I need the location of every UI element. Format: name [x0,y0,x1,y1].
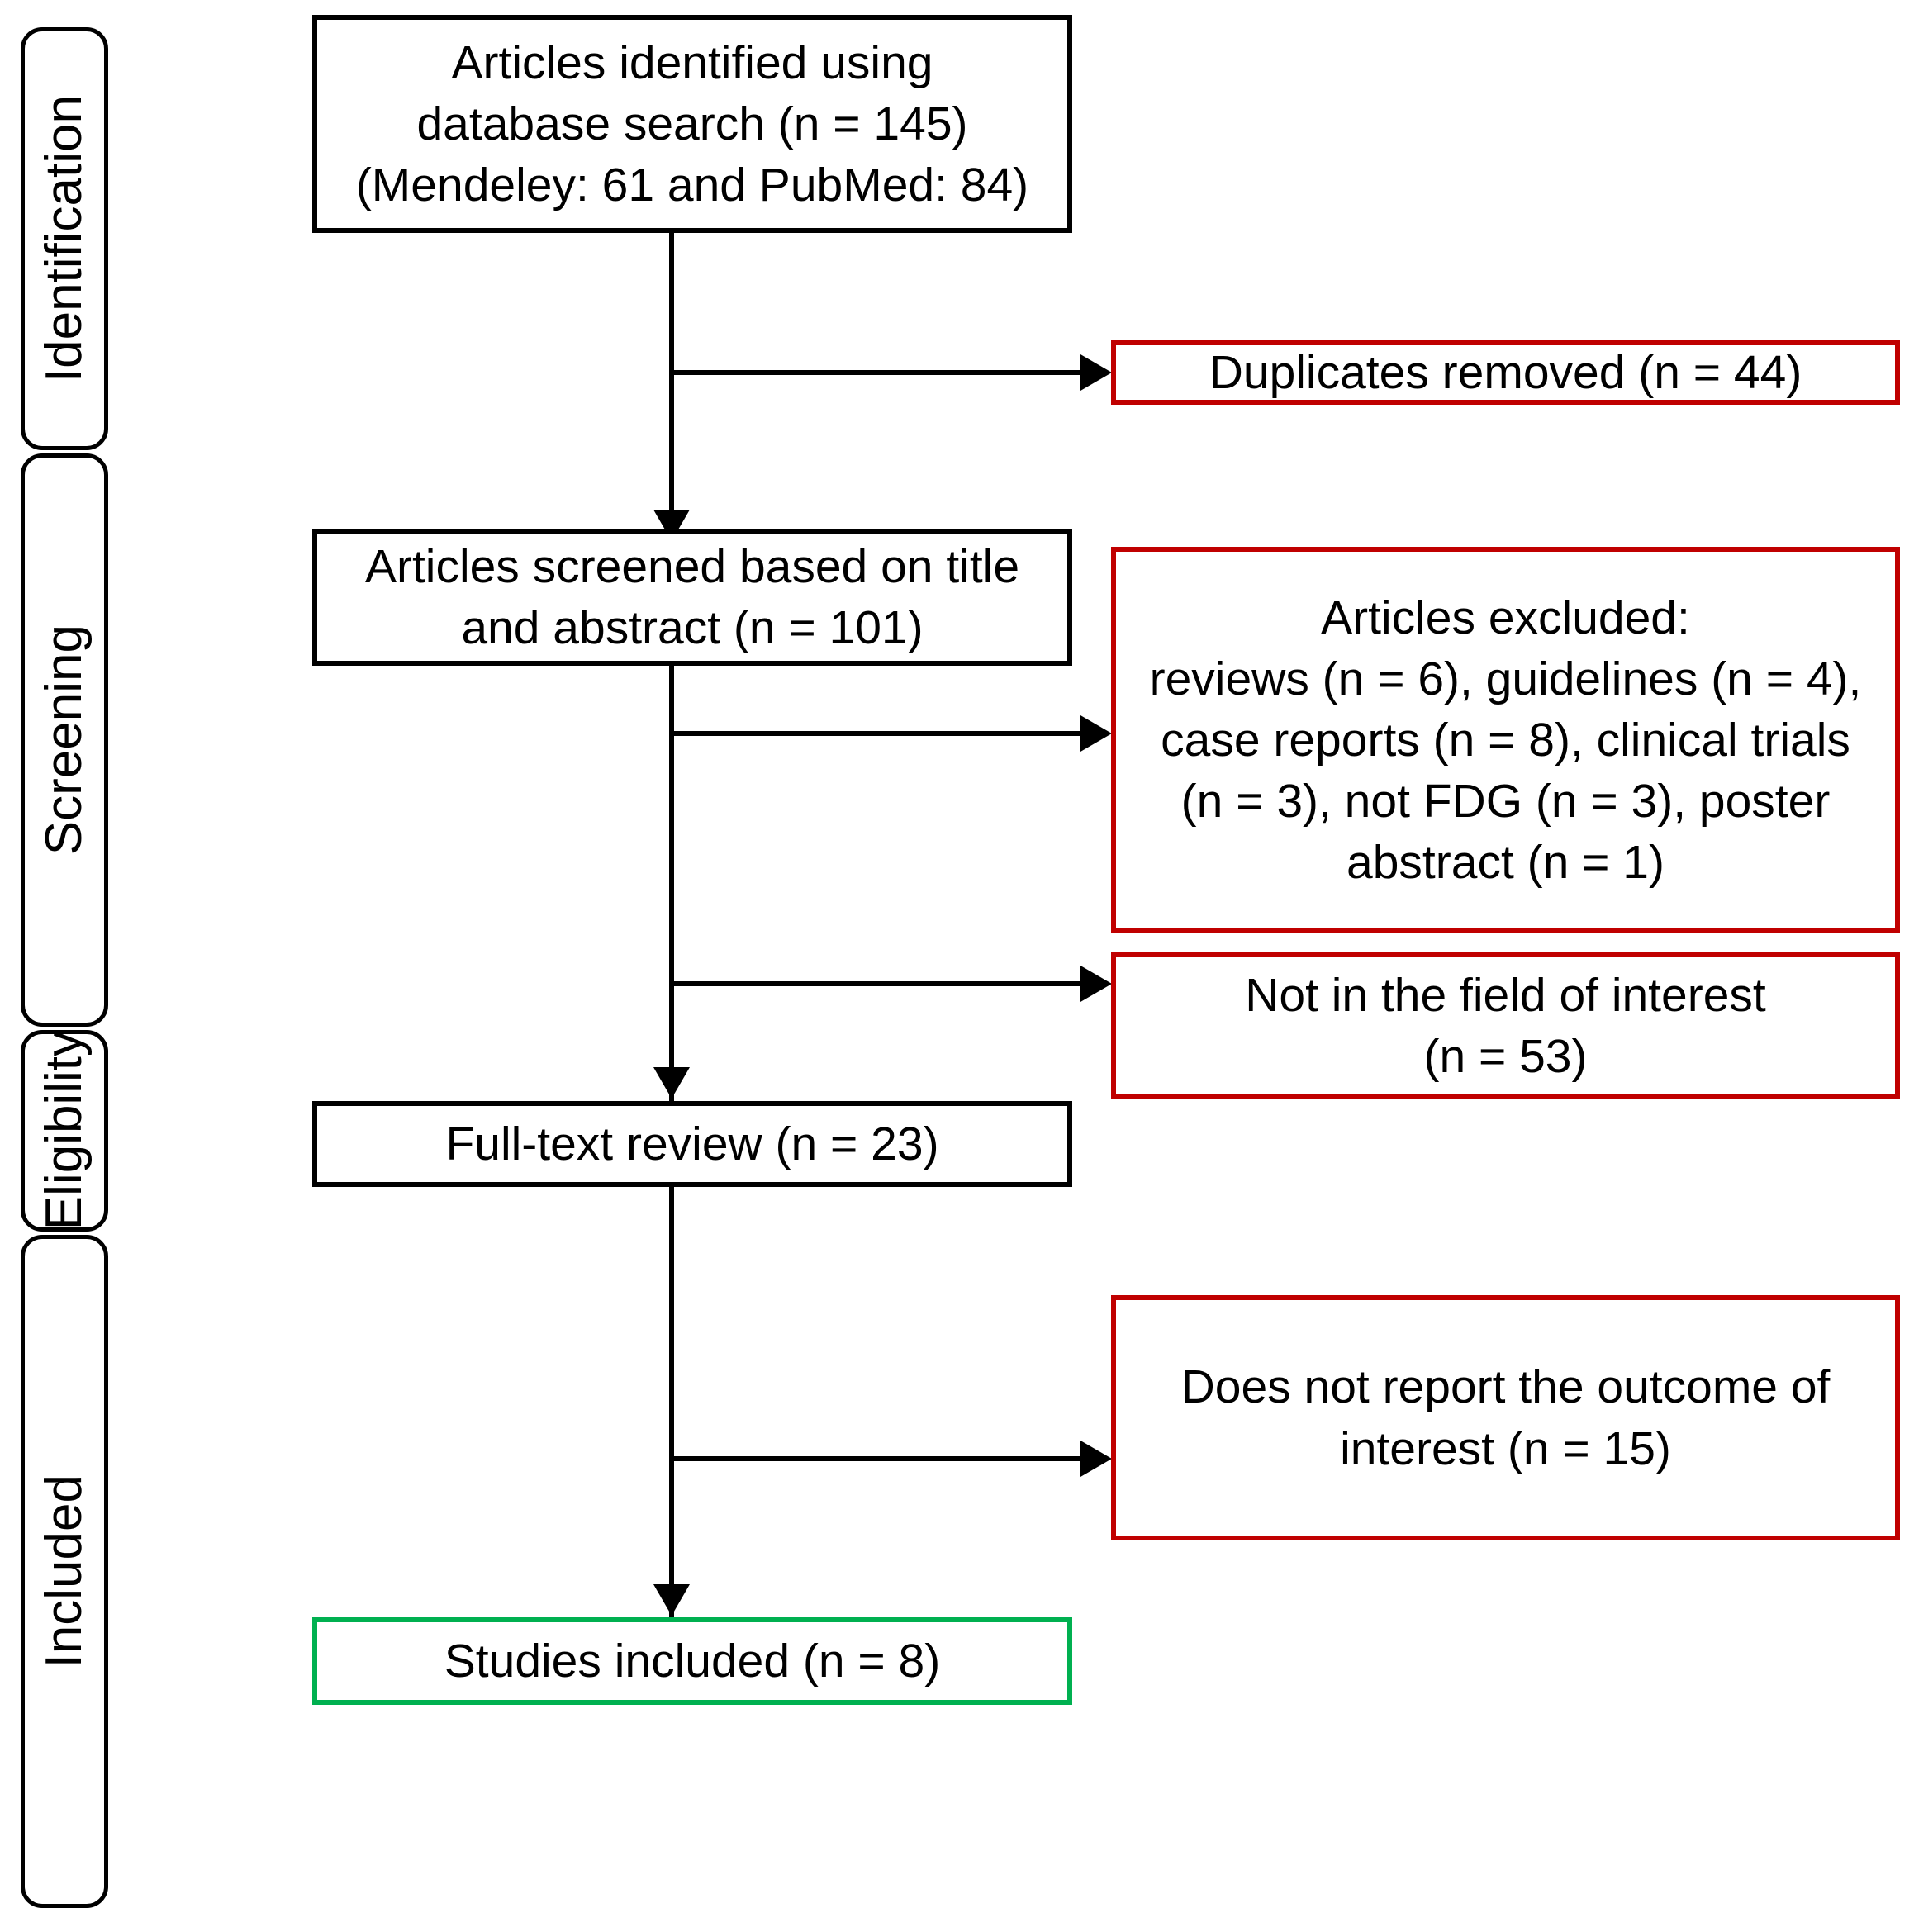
stage-eligibility: Eligibility [21,1030,108,1232]
node-articles-screened-text: Articles screened based on title and abs… [364,539,1020,654]
node-duplicates-removed: Duplicates removed (n = 44) [1111,340,1900,405]
arrowhead-to-not-in-field [1080,966,1112,1002]
arrowhead-to-duplicates [1080,354,1112,391]
node-full-text-review-text: Full-text review (n = 23) [445,1117,939,1170]
node-articles-screened: Articles screened based on title and abs… [312,529,1072,666]
node-articles-identified-text: Articles identified using database searc… [355,36,1029,212]
node-does-not-report-outcome-text: Does not report the outcome of interest … [1180,1360,1831,1475]
stage-label-identification: Identification [36,94,93,383]
connector-to-no-outcome [669,1456,1082,1461]
stage-label-screening: Screening [36,624,93,856]
node-not-in-field-of-interest-text: Not in the field of interest (n = 53) [1245,968,1766,1083]
stage-included: Included [21,1235,108,1908]
node-does-not-report-outcome: Does not report the outcome of interest … [1111,1295,1900,1540]
connector-to-articles-excluded [669,731,1082,736]
node-studies-included-text: Studies included (n = 8) [444,1634,941,1688]
connector-screened-to-fulltext [669,661,674,1103]
connector-identified-to-screened [669,231,674,545]
stage-label-eligibility: Eligibility [36,1031,93,1231]
arrowhead-to-fulltext [653,1067,690,1099]
stage-screening: Screening [21,453,108,1027]
connector-fulltext-to-included [669,1185,674,1619]
node-not-in-field-of-interest: Not in the field of interest (n = 53) [1111,952,1900,1099]
arrowhead-to-studies-included [653,1584,690,1616]
connector-to-duplicates [669,370,1082,375]
node-articles-excluded-text: Articles excluded: reviews (n = 6), guid… [1149,591,1862,890]
stage-label-included: Included [36,1474,93,1669]
arrowhead-to-articles-excluded [1080,715,1112,752]
arrowhead-to-no-outcome [1080,1441,1112,1477]
connector-to-not-in-field [669,981,1082,986]
node-articles-identified: Articles identified using database searc… [312,15,1072,233]
node-duplicates-removed-text: Duplicates removed (n = 44) [1209,345,1802,399]
node-articles-excluded: Articles excluded: reviews (n = 6), guid… [1111,547,1900,933]
node-studies-included: Studies included (n = 8) [312,1617,1072,1705]
node-full-text-review: Full-text review (n = 23) [312,1101,1072,1187]
stage-identification: Identification [21,27,108,450]
